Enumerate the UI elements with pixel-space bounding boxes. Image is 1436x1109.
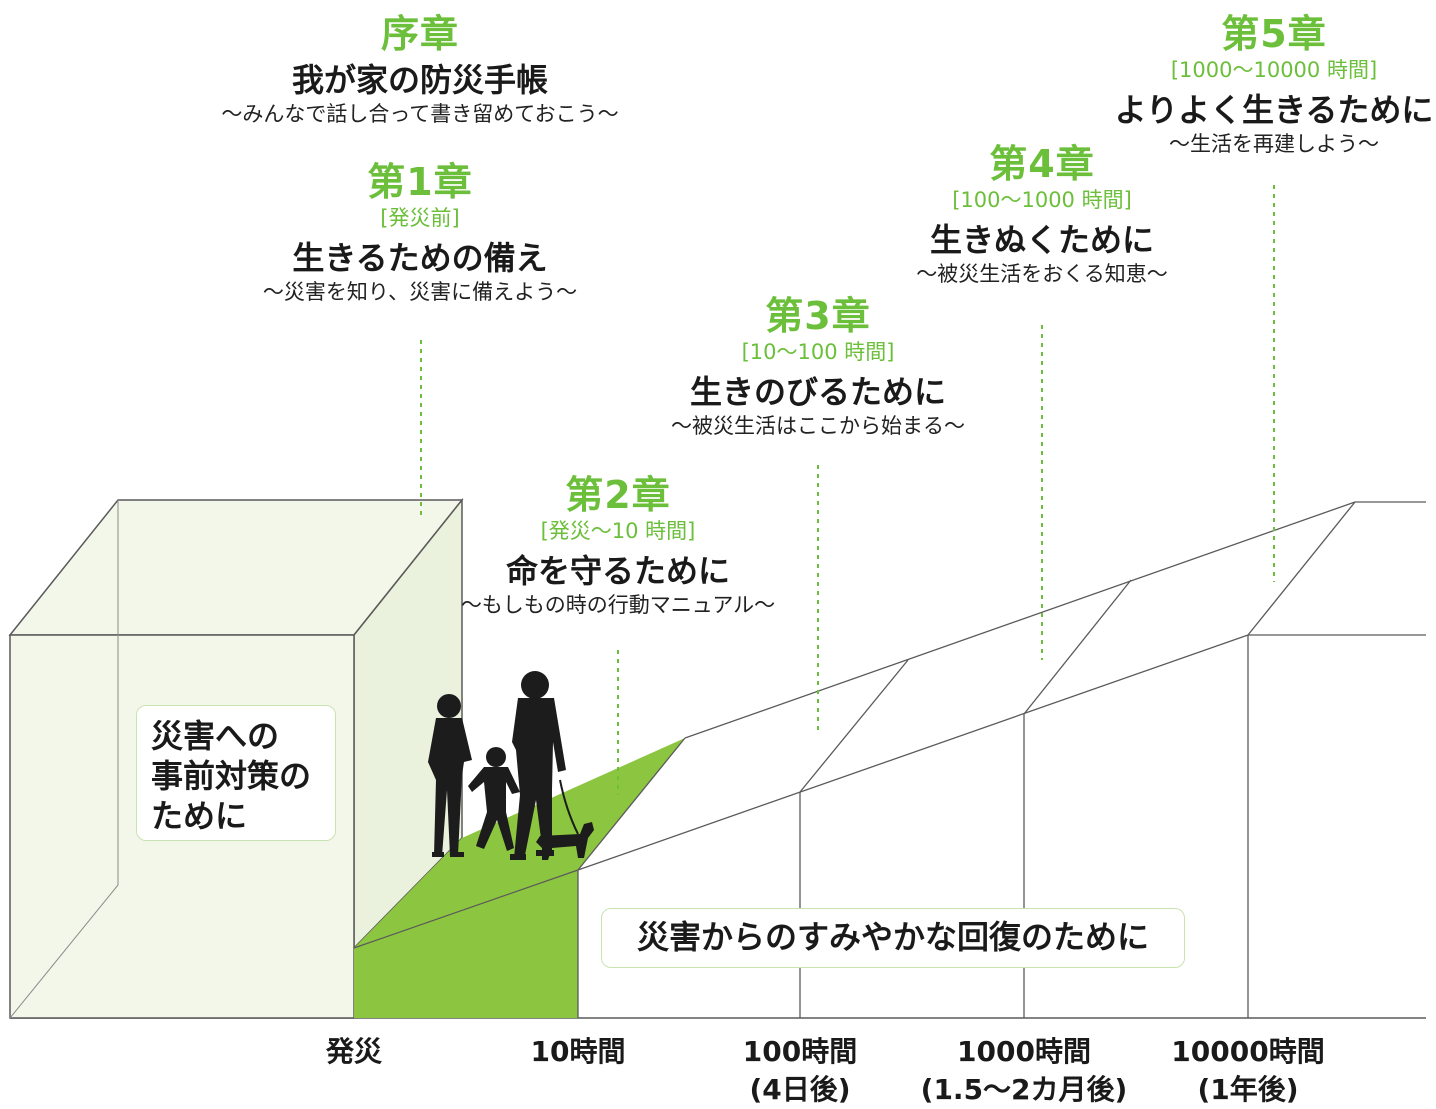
chapter-number: 第5章 <box>1221 12 1327 56</box>
family-walking-dog-icon <box>428 671 594 860</box>
pre-disaster-box: 災害への 事前対策の ために <box>136 705 336 841</box>
chapter-4: 第4章 [100〜1000 時間] 生きぬくために 〜被災生活をおくる知恵〜 <box>842 142 1242 288</box>
axis-label-sub: (1.5〜2カ月後) <box>920 1073 1128 1106</box>
axis-label-text: 発災 <box>325 1035 382 1068</box>
chapter-1: 第1章 [発災前] 生きるための備え 〜災害を知り、災害に備えよう〜 <box>170 160 670 306</box>
axis-label-disaster: 発災 <box>284 1033 424 1071</box>
rising-slope <box>577 501 1426 1018</box>
leader-lines <box>420 185 1275 795</box>
chapter-subtitle: 〜被災生活はここから始まる〜 <box>671 414 965 438</box>
axis-label-sub: (4日後) <box>749 1073 851 1106</box>
chapter-3: 第3章 [10〜100 時間] 生きのびるために 〜被災生活はここから始まる〜 <box>600 294 1036 440</box>
axis-label-sub: (1年後) <box>1197 1073 1299 1106</box>
chapter-subtitle: 〜もしもの時の行動マニュアル〜 <box>460 593 776 617</box>
chapter-number: 第1章 <box>367 160 473 204</box>
chapter-subtitle: 〜災害を知り、災害に備えよう〜 <box>262 280 578 304</box>
chapter-subtitle: 〜生活を再建しよう〜 <box>1169 132 1379 156</box>
axis-label-1000h: 1000時間 (1.5〜2カ月後) <box>904 1033 1144 1109</box>
axis-label-text: 10時間 <box>530 1035 626 1068</box>
chapter-period: [100〜1000 時間] <box>952 188 1132 212</box>
chapter-title: 生きのびるために <box>689 373 946 411</box>
chapter-subtitle: 〜被災生活をおくる知恵〜 <box>916 262 1168 286</box>
axis-label-text: 10000時間 <box>1171 1035 1325 1068</box>
chapter-period: [発災前] <box>380 206 460 230</box>
axis-label-text: 100時間 <box>742 1035 858 1068</box>
axis-label-10000h: 10000時間 (1年後) <box>1148 1033 1348 1109</box>
chapter-number: 第3章 <box>765 294 871 338</box>
axis-label-10h: 10時間 <box>498 1033 658 1071</box>
axis-label-100h: 100時間 (4日後) <box>710 1033 890 1109</box>
recovery-box: 災害からのすみやかな回復のために <box>601 908 1185 968</box>
chapter-number: 第4章 <box>989 142 1095 186</box>
chapter-2: 第2章 [発災〜10 時間] 命を守るために 〜もしもの時の行動マニュアル〜 <box>400 473 836 619</box>
chapter-title: 生きるための備え <box>292 239 548 277</box>
chapter-title: 生きぬくために <box>929 221 1154 259</box>
chapter-period: [発災〜10 時間] <box>540 519 696 543</box>
chapter-period: [1000〜10000 時間] <box>1170 58 1378 82</box>
chapter-title: 我が家の防災手帳 <box>291 61 548 99</box>
chapter-title: よりよく生きるために <box>1114 91 1434 129</box>
chapter-prologue: 序章 我が家の防災手帳 〜みんなで話し合って書き留めておこう〜 <box>160 12 680 128</box>
chapter-5: 第5章 [1000〜10000 時間] よりよく生きるために 〜生活を再建しよう… <box>1112 12 1436 158</box>
chapter-title: 命を守るために <box>505 552 730 590</box>
chapter-subtitle: 〜みんなで話し合って書き留めておこう〜 <box>221 102 619 126</box>
axis-label-text: 1000時間 <box>957 1035 1091 1068</box>
chapter-period: [10〜100 時間] <box>741 340 895 364</box>
chapter-number: 序章 <box>380 12 459 56</box>
chapter-number: 第2章 <box>565 473 671 517</box>
